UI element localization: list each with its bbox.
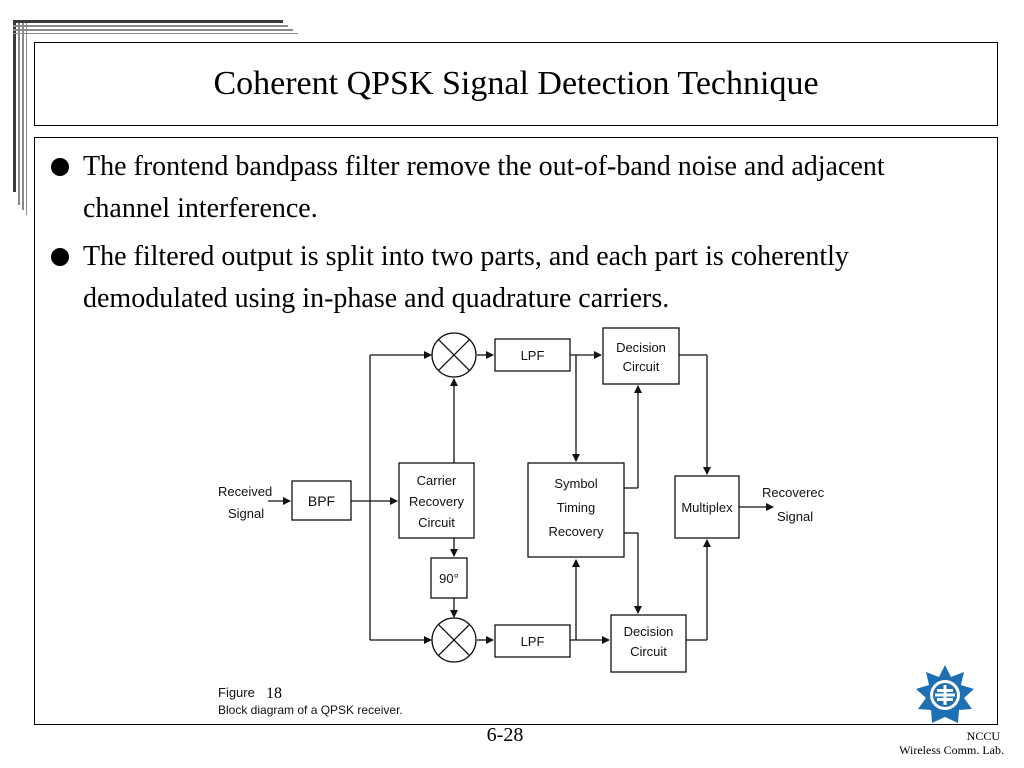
slide-title: Coherent QPSK Signal Detection Technique xyxy=(213,65,819,102)
footer-lab-name: Wireless Comm. Lab. xyxy=(899,743,1004,757)
bullet-text: The frontend bandpass filter remove the … xyxy=(83,151,885,224)
lpf-bottom-block xyxy=(494,624,571,658)
decision-bottom-label: Circuit xyxy=(630,644,667,659)
footer-lab: NCCU Wireless Comm. Lab. xyxy=(899,729,1004,757)
decision-bottom-label: Decision xyxy=(624,624,674,639)
decision-top-label: Decision xyxy=(616,340,666,355)
phase-shift-block xyxy=(430,557,468,599)
lpf-bottom-label: LPF xyxy=(521,634,545,649)
symbol-timing-label: Symbol xyxy=(554,476,597,491)
title-box: Coherent QPSK Signal Detection Technique xyxy=(34,42,998,126)
decision-top-label: Circuit xyxy=(623,359,660,374)
decision-top-block xyxy=(602,327,680,385)
carrier-recovery-label: Carrier xyxy=(417,473,457,488)
multiplex-block xyxy=(674,475,740,539)
recovered-signal-label-line1: Recoverec xyxy=(762,485,825,500)
bpf-label: BPF xyxy=(308,493,335,509)
lpf-top-block xyxy=(494,338,571,372)
footer-org: NCCU xyxy=(966,729,1000,743)
nccu-logo-icon xyxy=(916,665,974,723)
carrier-recovery-label: Recovery xyxy=(409,494,464,509)
bpf-block xyxy=(291,480,352,521)
phase-shift-label: 90° xyxy=(439,571,459,586)
symbol-timing-label: Recovery xyxy=(549,524,604,539)
carrier-recovery-label: Circuit xyxy=(418,515,455,530)
bullet-item: The filtered output is split into two pa… xyxy=(51,236,971,320)
multiplex-label: Multiplex xyxy=(681,500,733,515)
bullet-text: The filtered output is split into two pa… xyxy=(83,241,849,314)
figure-number: 18 xyxy=(266,685,282,702)
carrier-recovery-block xyxy=(398,462,475,539)
symbol-timing-label: Timing xyxy=(557,500,596,515)
figure-label: Figure xyxy=(218,685,255,700)
decision-bottom-block xyxy=(610,614,687,673)
bullet-dot-icon xyxy=(51,248,69,266)
slide-number: 6-28 xyxy=(486,724,524,746)
received-signal-label-line2: Signal xyxy=(228,506,264,521)
received-signal-label-line1: Received xyxy=(218,484,272,499)
bullet-dot-icon xyxy=(51,158,69,176)
symbol-timing-block xyxy=(527,462,625,558)
lpf-top-label: LPF xyxy=(521,348,545,363)
recovered-signal-label-line2: Signal xyxy=(777,509,813,524)
figure-caption: Block diagram of a QPSK receiver. xyxy=(218,703,403,717)
bullet-item: The frontend bandpass filter remove the … xyxy=(51,146,971,230)
